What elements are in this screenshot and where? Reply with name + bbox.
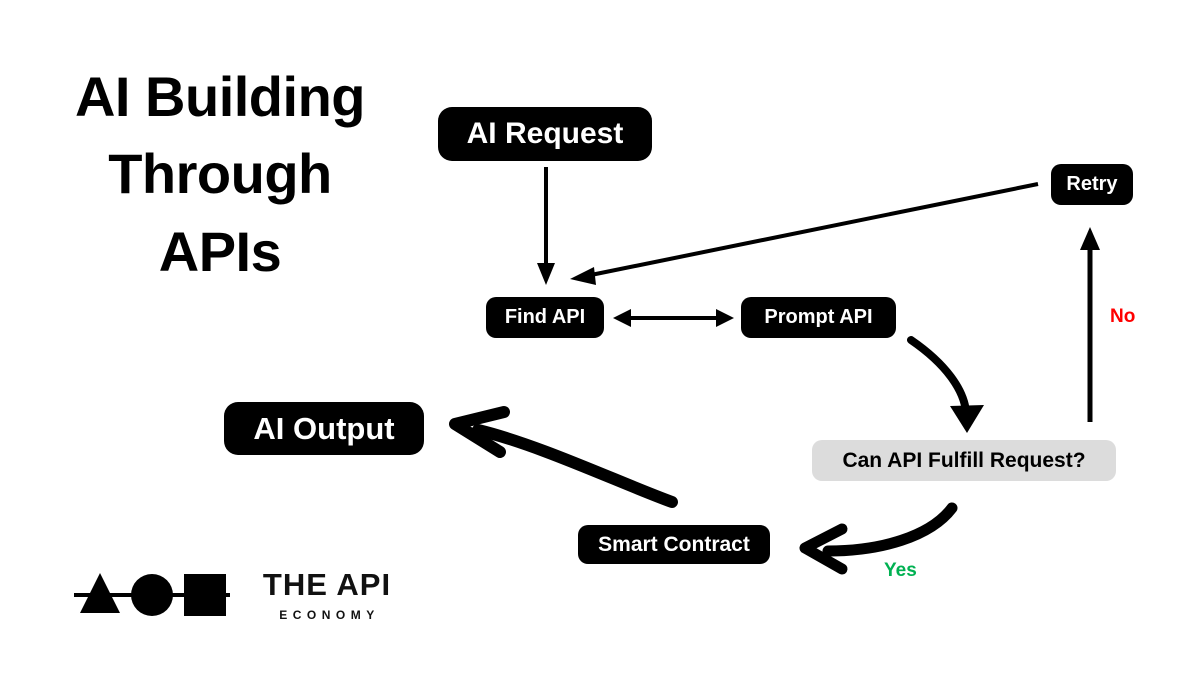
logo-circle-icon [131, 574, 173, 616]
page-title-line-3: APIs [158, 219, 282, 283]
arrow-decision-to-smart-contract [799, 502, 958, 575]
logo-square-icon [184, 574, 226, 616]
logo-shapes-icon [74, 573, 230, 616]
node-decision-label: Can API Fulfill Request? [842, 448, 1086, 472]
arrow-smart-contract-to-ai-output [449, 406, 678, 508]
edge-label-yes: Yes [884, 560, 917, 581]
logo-subtitle: ECONOMY [279, 607, 380, 622]
node-retry-label: Retry [1066, 173, 1118, 195]
node-smart-contract-label: Smart Contract [598, 532, 750, 556]
node-prompt-api[interactable]: Prompt API [741, 297, 896, 338]
page-title-line-1: AI Building [74, 65, 366, 128]
node-retry[interactable]: Retry [1051, 164, 1133, 205]
logo-triangle-icon [80, 573, 120, 613]
node-decision-can-api-fulfill-request[interactable]: Can API Fulfill Request? [812, 440, 1116, 481]
page-title: AI Building Through APIs [40, 58, 400, 290]
arrow-ai-request-to-find-api [537, 167, 555, 285]
brand-logo: THE API ECONOMY [72, 565, 412, 637]
logo-wordmark: THE API ECONOMY [242, 567, 412, 622]
arrow-decision-to-retry [1080, 227, 1100, 422]
page-title-line-2: Through [108, 142, 332, 206]
node-ai-output[interactable]: AI Output [224, 402, 424, 455]
arrow-retry-to-find-api [570, 182, 1039, 285]
node-prompt-api-label: Prompt API [764, 306, 873, 328]
arrow-find-api-prompt-api-bidirectional [613, 309, 734, 327]
node-ai-request[interactable]: AI Request [438, 107, 652, 161]
node-ai-output-label: AI Output [253, 410, 395, 446]
node-find-api-label: Find API [504, 306, 586, 328]
node-smart-contract[interactable]: Smart Contract [578, 525, 770, 564]
edge-label-no: No [1110, 306, 1136, 327]
node-find-api[interactable]: Find API [486, 297, 604, 338]
logo-title: THE API [262, 567, 392, 602]
node-ai-request-label: AI Request [466, 117, 624, 150]
arrow-prompt-api-to-decision [907, 336, 984, 433]
